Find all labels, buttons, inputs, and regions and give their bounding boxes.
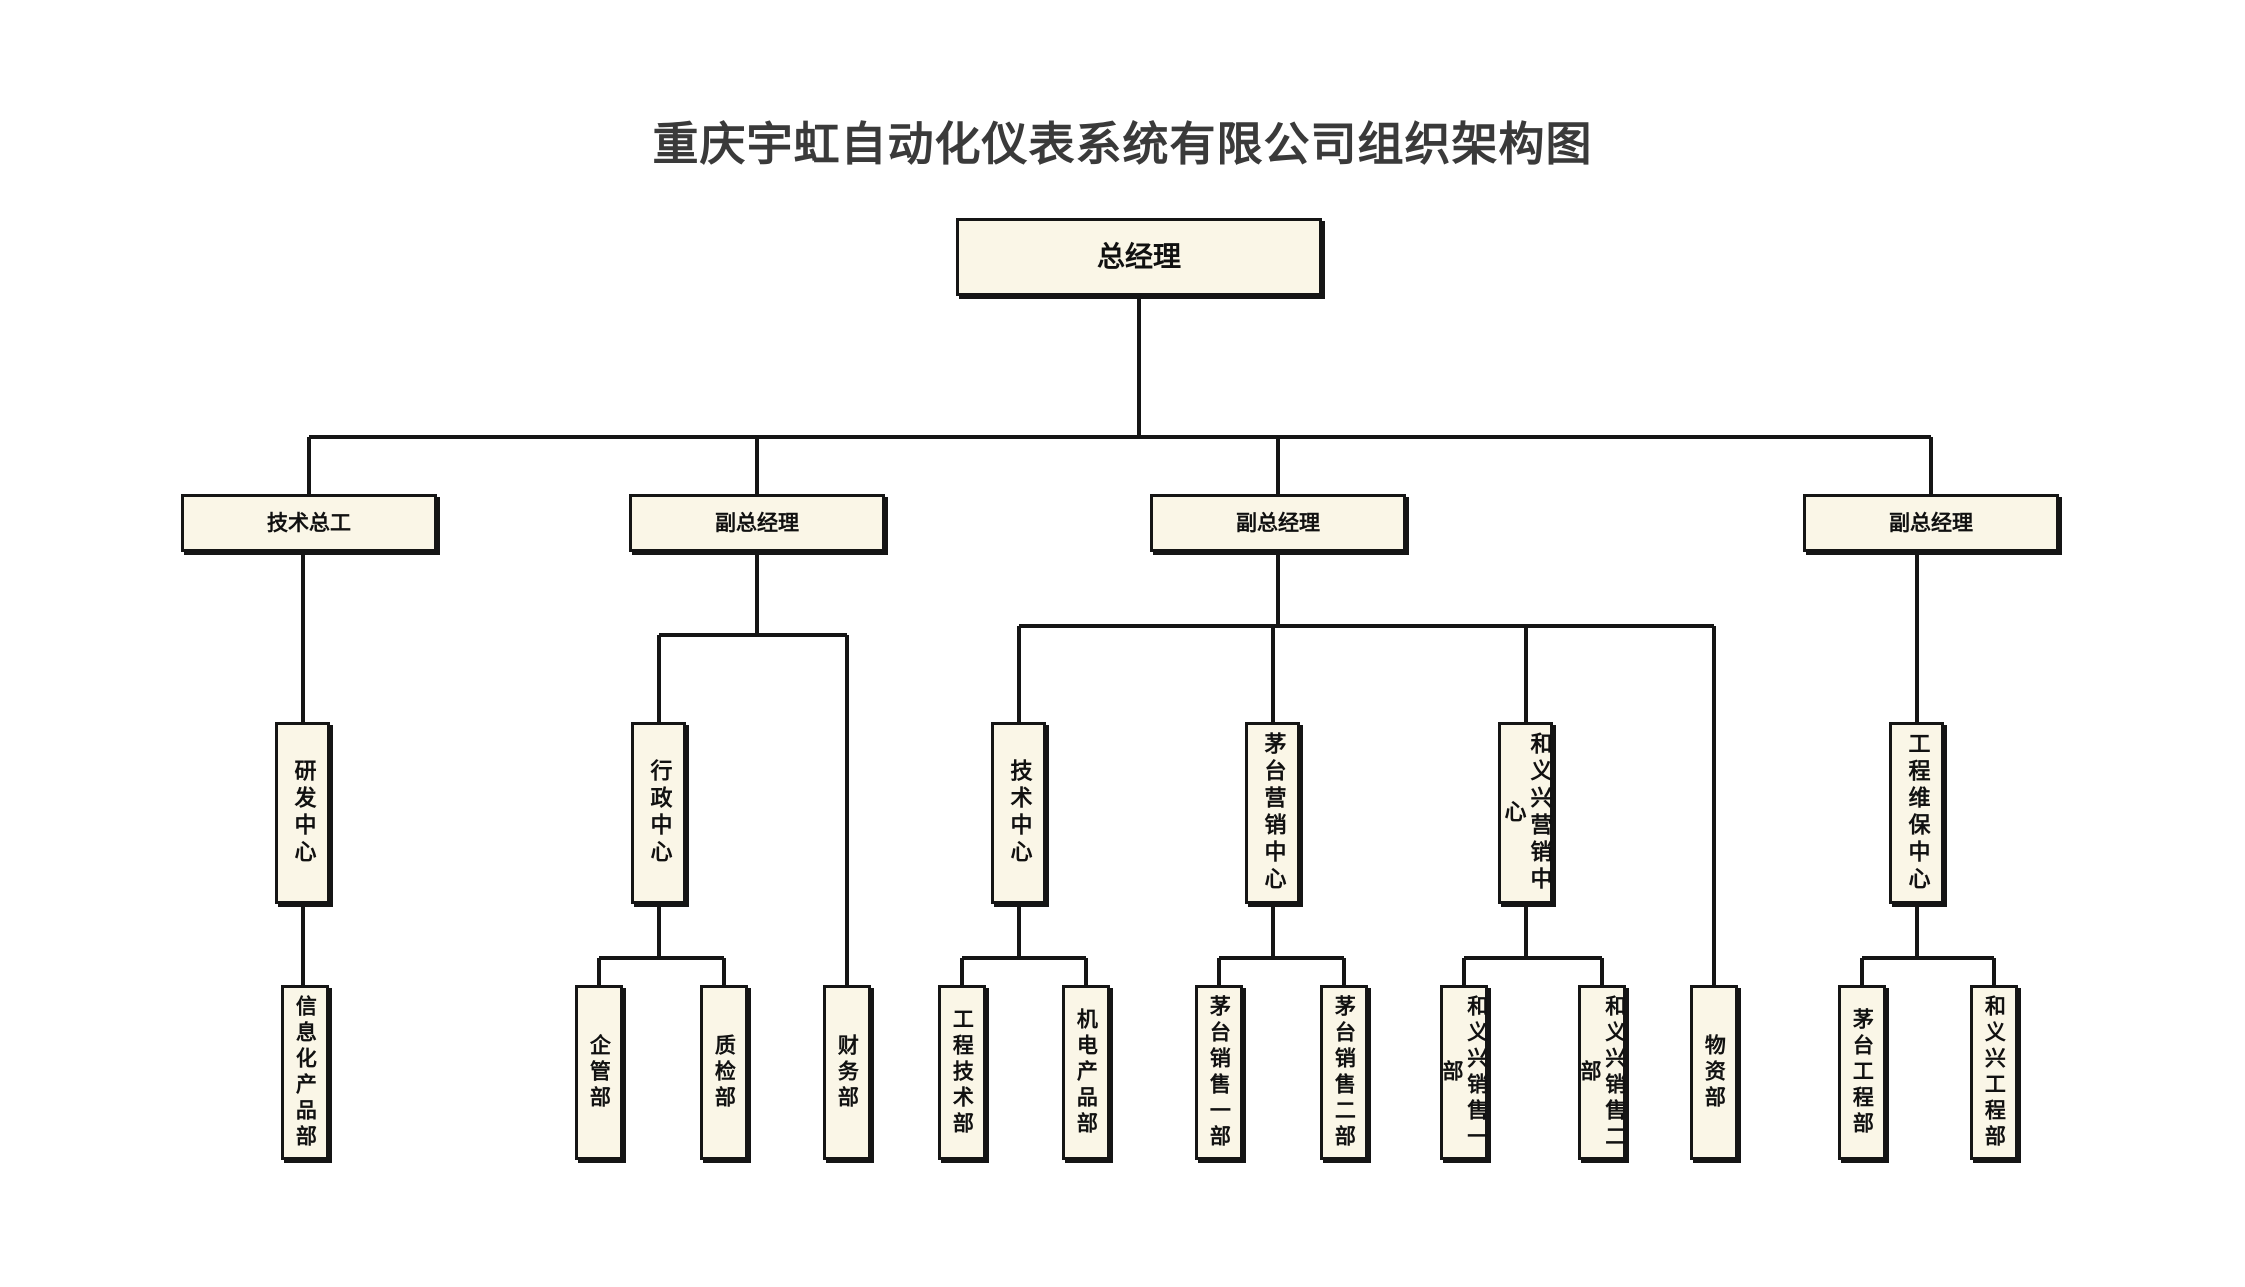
node-chief-technical-engineer[interactable]: 技术总工 — [181, 494, 437, 552]
node-moutai-sales-dept-1[interactable]: 茅台销售一部 — [1195, 985, 1243, 1160]
node-mechanical-electrical-products-dept[interactable]: 机电产品部 — [1062, 985, 1110, 1160]
node-rd-center[interactable]: 研发中心 — [275, 722, 330, 904]
node-heyixing-sales-dept-2[interactable]: 和义兴销售二部 — [1578, 985, 1627, 1160]
node-engineering-maintenance-center[interactable]: 工程维保中心 — [1889, 722, 1944, 904]
node-general-manager[interactable]: 总经理 — [956, 218, 1322, 296]
node-heyixing-sales-dept-1[interactable]: 和义兴销售一部 — [1440, 985, 1489, 1160]
node-deputy-general-manager-2[interactable]: 副总经理 — [1150, 494, 1406, 552]
node-finance-dept[interactable]: 财务部 — [823, 985, 871, 1160]
node-heyixing-marketing-center[interactable]: 和义兴营销中心 — [1498, 722, 1553, 904]
node-informatization-products-dept[interactable]: 信息化产品部 — [281, 985, 329, 1160]
node-deputy-general-manager-3[interactable]: 副总经理 — [1803, 494, 2059, 552]
node-administration-center[interactable]: 行政中心 — [631, 722, 686, 904]
node-deputy-general-manager-1[interactable]: 副总经理 — [629, 494, 885, 552]
node-materials-dept[interactable]: 物资部 — [1690, 985, 1738, 1160]
node-technology-center[interactable]: 技术中心 — [991, 722, 1046, 904]
node-moutai-engineering-dept[interactable]: 茅台工程部 — [1838, 985, 1886, 1160]
page-title: 重庆宇虹自动化仪表系统有限公司组织架构图 — [652, 117, 1593, 171]
node-enterprise-management-dept[interactable]: 企管部 — [575, 985, 623, 1160]
node-heyixing-engineering-dept[interactable]: 和义兴工程部 — [1970, 985, 2018, 1160]
node-engineering-technology-dept[interactable]: 工程技术部 — [938, 985, 986, 1160]
node-quality-inspection-dept[interactable]: 质检部 — [700, 985, 748, 1160]
node-moutai-marketing-center[interactable]: 茅台营销中心 — [1245, 722, 1300, 904]
node-moutai-sales-dept-2[interactable]: 茅台销售二部 — [1320, 985, 1368, 1160]
